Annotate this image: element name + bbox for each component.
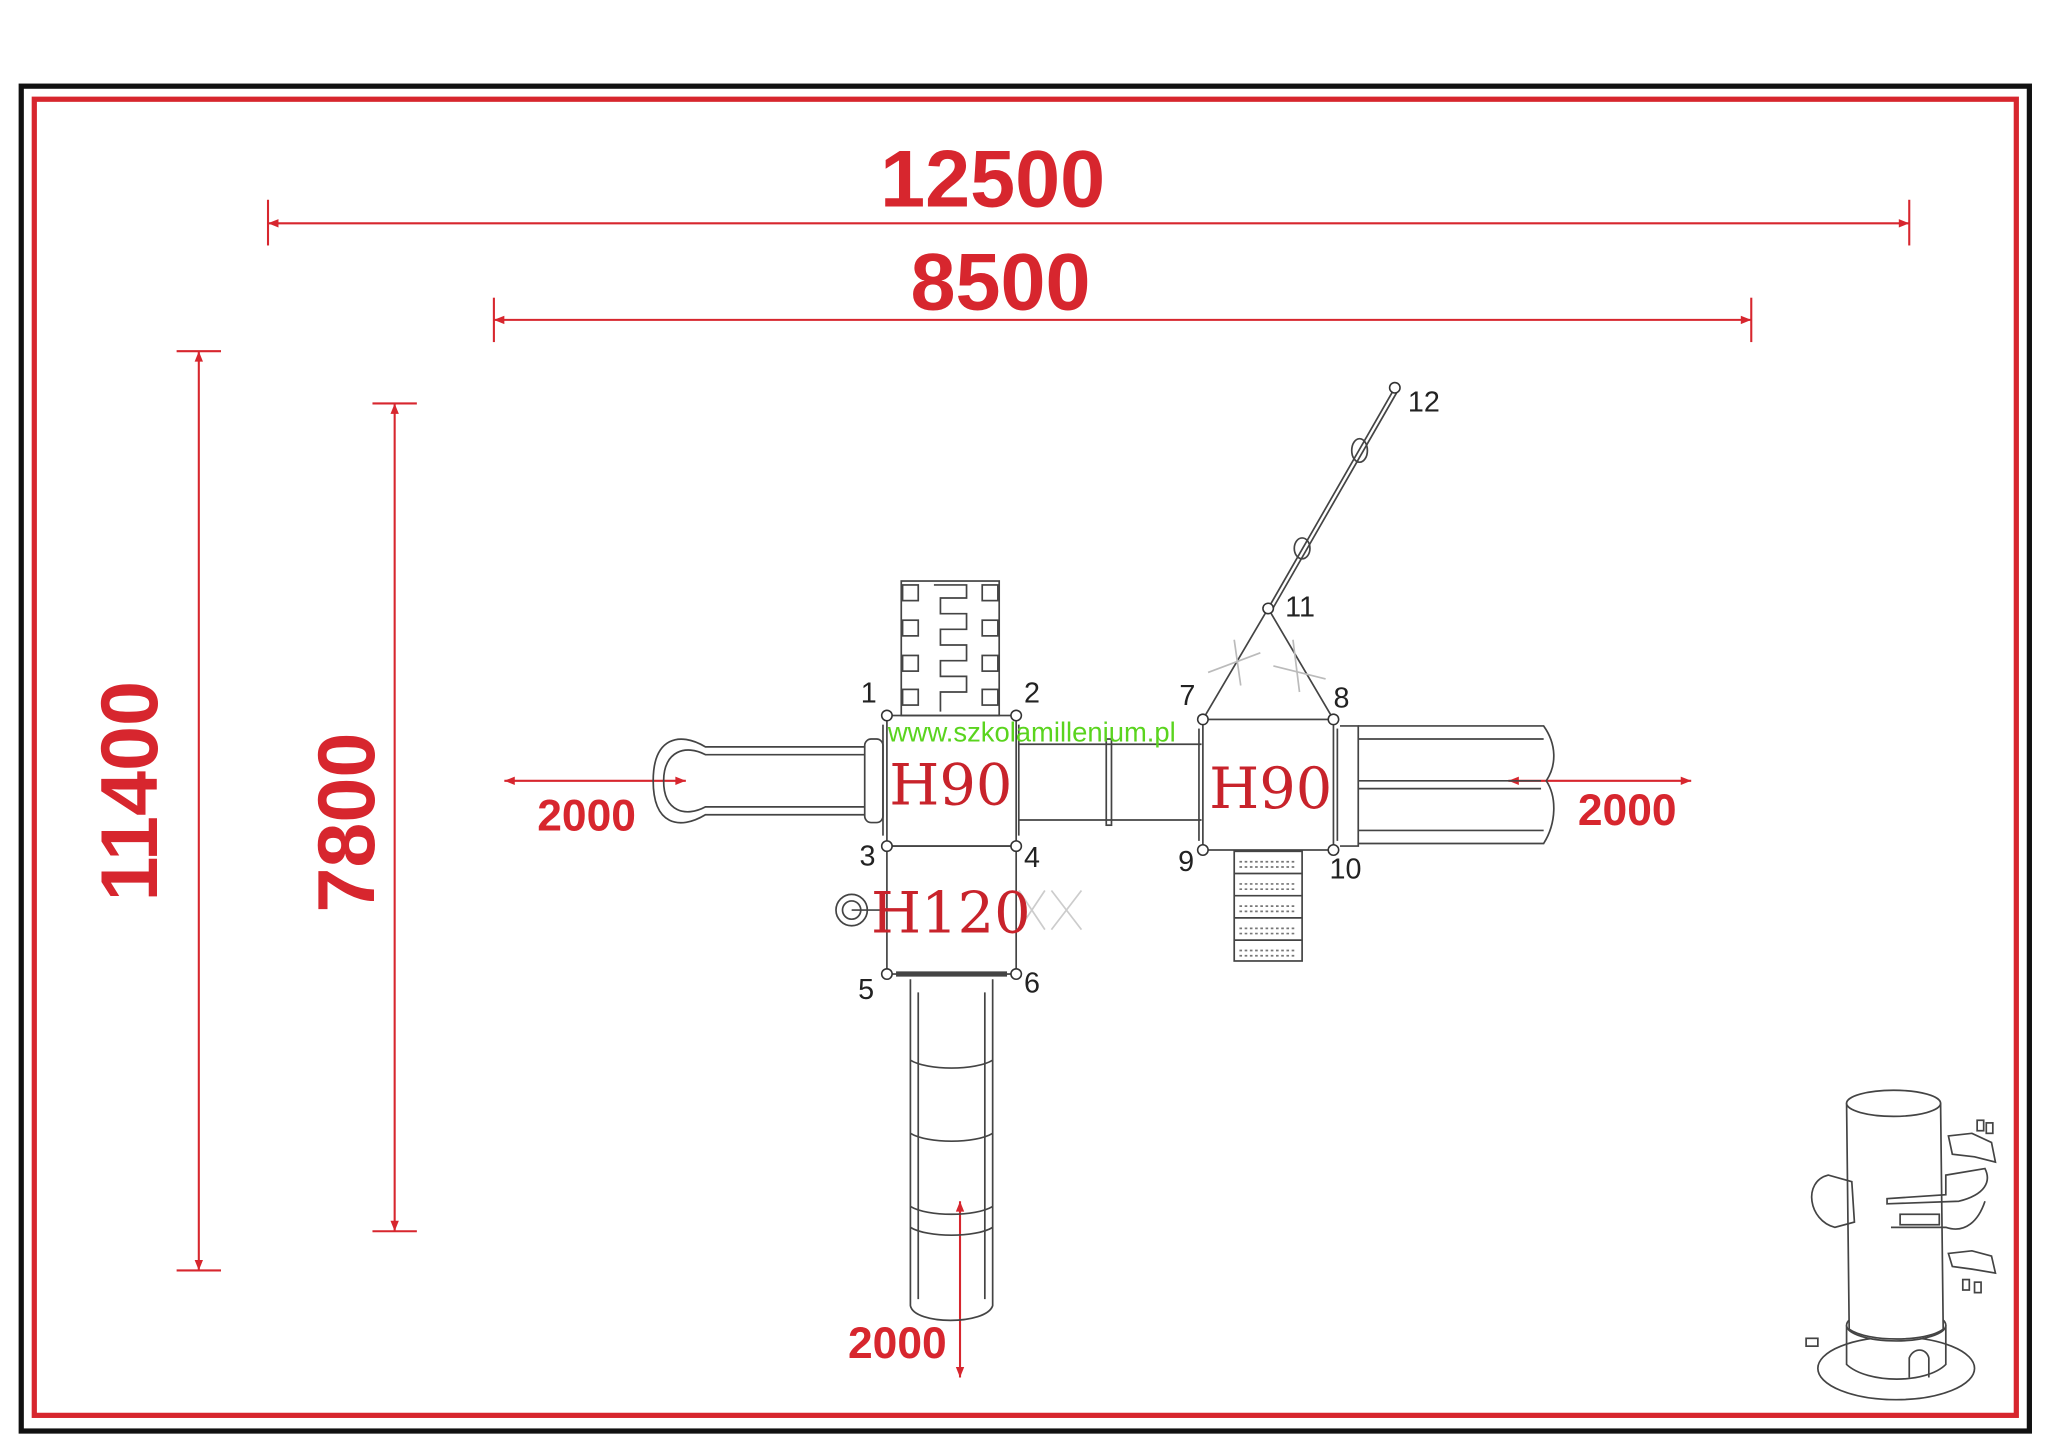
dimension-label: 12500 xyxy=(880,134,1105,224)
post-number: 2 xyxy=(1024,677,1040,709)
rope-ladder xyxy=(1202,387,1400,720)
outer-frame xyxy=(18,83,2032,1434)
post-number: 8 xyxy=(1333,683,1349,715)
post-markers xyxy=(880,381,1401,981)
clearance-bottom: 2000 xyxy=(848,1201,965,1378)
dimension-label: 2000 xyxy=(848,1319,947,1368)
dimension-structure-depth: 7800 xyxy=(302,402,417,1233)
post-number: 10 xyxy=(1330,854,1362,886)
post-clamp-detail-illustration xyxy=(1805,1089,1997,1401)
stairs xyxy=(1233,850,1303,962)
post-number: 11 xyxy=(1285,591,1315,623)
dimension-label: 7800 xyxy=(302,733,392,913)
platform-height-label: H120 xyxy=(871,879,1031,946)
dimension-label: 11400 xyxy=(85,681,175,902)
platform-tower-3 xyxy=(835,845,1083,977)
post-number: 9 xyxy=(1178,846,1194,878)
dimension-label: 2000 xyxy=(1578,786,1677,835)
climbing-wall xyxy=(900,580,1001,717)
watermark: www.szkolamillenium.pl xyxy=(887,717,1176,748)
platform-height-label: H90 xyxy=(889,751,1012,818)
left-slide xyxy=(652,738,884,824)
post-number: 5 xyxy=(858,974,874,1006)
dimension-overall-width: 12500 xyxy=(266,134,1911,246)
dimension-label: 2000 xyxy=(537,791,636,840)
platform-height-label: H90 xyxy=(1209,755,1332,822)
post-number: 7 xyxy=(1179,680,1195,712)
post-number: 4 xyxy=(1024,842,1040,874)
post-numbers: 1 2 3 4 5 6 7 8 9 10 11 12 xyxy=(858,386,1440,1006)
post-number: 1 xyxy=(861,677,877,709)
platform-tower-2 xyxy=(1198,718,1339,851)
tunnel-bridge xyxy=(1018,738,1202,827)
dimension-label: 8500 xyxy=(910,237,1090,327)
dimension-structure-width: 8500 xyxy=(492,237,1753,343)
post-number: 12 xyxy=(1408,386,1440,418)
post-number: 6 xyxy=(1024,967,1040,999)
tube-slide xyxy=(909,979,994,1322)
dimension-overall-depth: 11400 xyxy=(85,350,222,1272)
inner-frame xyxy=(31,96,2019,1418)
clearance-left: 2000 xyxy=(504,776,686,840)
right-double-slide xyxy=(1339,725,1555,847)
post-number: 3 xyxy=(859,841,875,873)
